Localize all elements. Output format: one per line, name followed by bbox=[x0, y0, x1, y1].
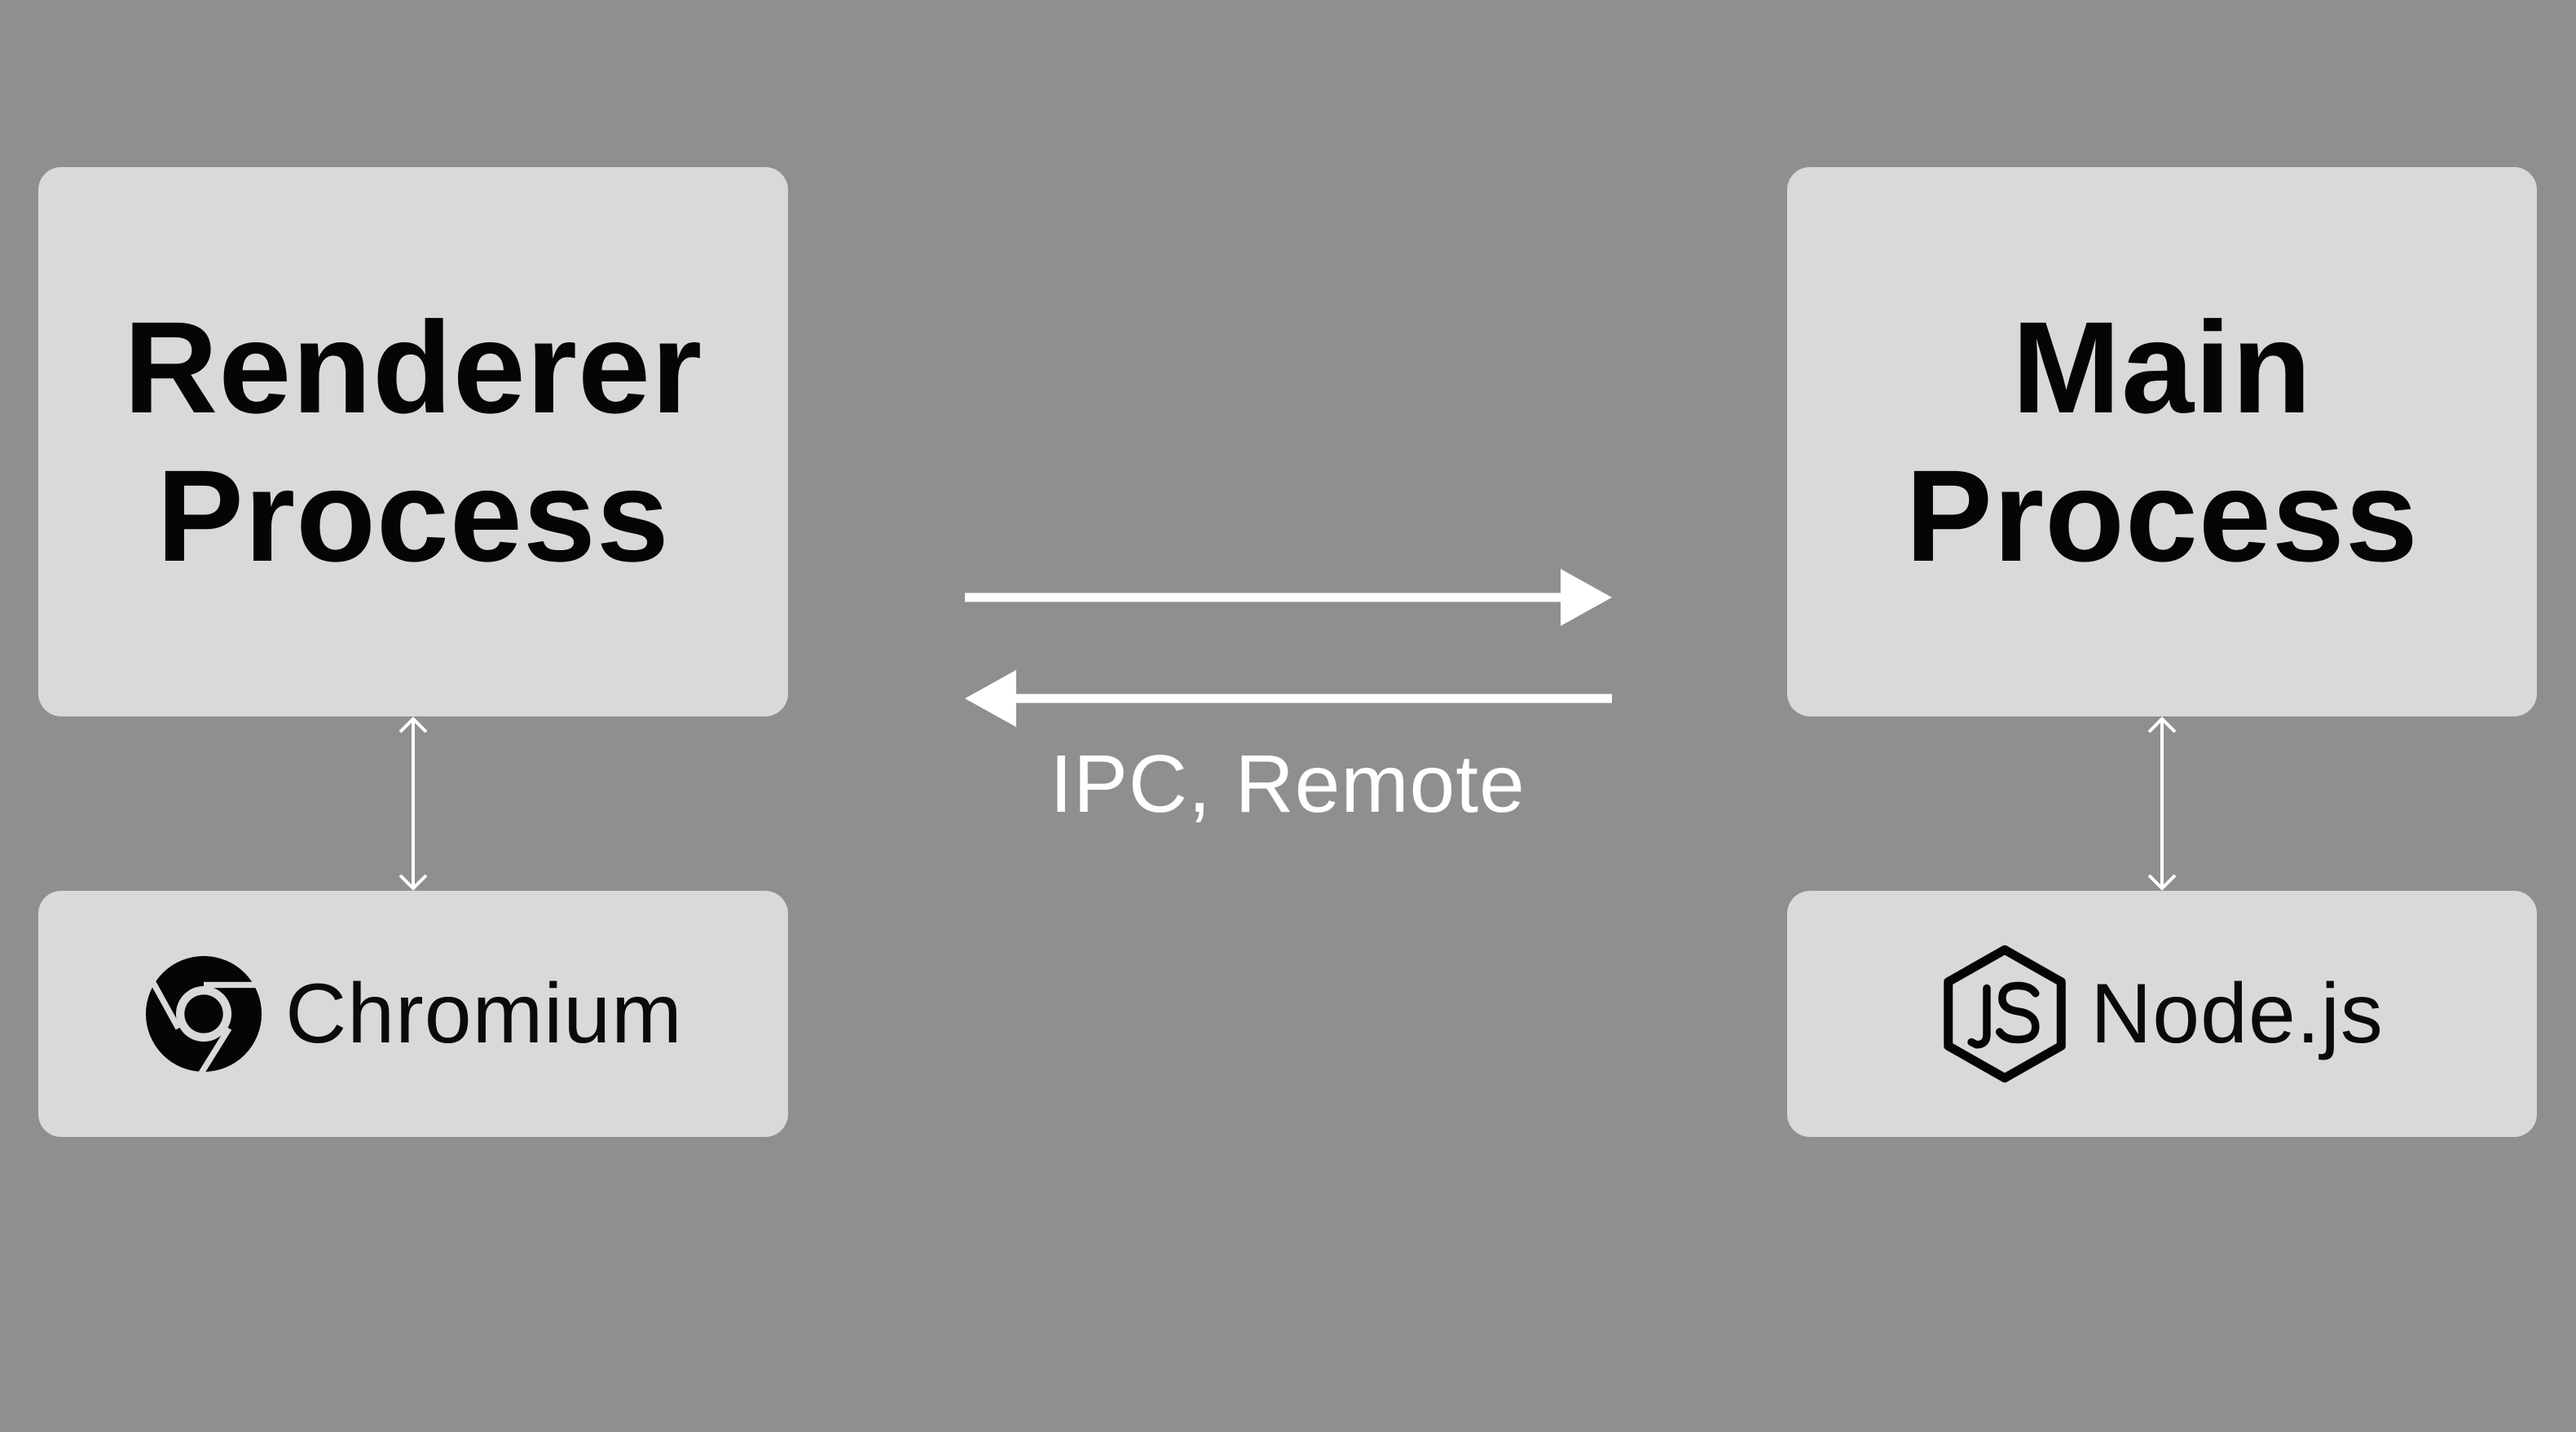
nodejs-label: Node.js bbox=[2090, 966, 2384, 1061]
main-title-line1: Main bbox=[2011, 294, 2313, 440]
renderer-title-line1: Renderer bbox=[123, 294, 703, 440]
main-title-line2: Process bbox=[1905, 443, 2419, 588]
main-process-title: Main Process bbox=[1905, 293, 2419, 590]
arrow-main-nodejs bbox=[2147, 716, 2177, 891]
arrow-renderer-chromium bbox=[399, 716, 428, 891]
ipc-remote-label: IPC, Remote bbox=[1050, 738, 1526, 830]
main-process-box: Main Process bbox=[1787, 167, 2537, 716]
chromium-box: Chromium bbox=[38, 891, 788, 1137]
arrow-right bbox=[965, 569, 1612, 626]
nodejs-box: Node.js bbox=[1787, 891, 2537, 1137]
nodejs-icon bbox=[1940, 945, 2069, 1083]
arrow-left bbox=[965, 670, 1612, 727]
renderer-title-line2: Process bbox=[156, 443, 670, 588]
chromium-icon bbox=[143, 954, 264, 1074]
chromium-label: Chromium bbox=[285, 966, 683, 1061]
renderer-process-box: Renderer Process bbox=[38, 167, 788, 716]
renderer-process-title: Renderer Process bbox=[124, 293, 703, 590]
